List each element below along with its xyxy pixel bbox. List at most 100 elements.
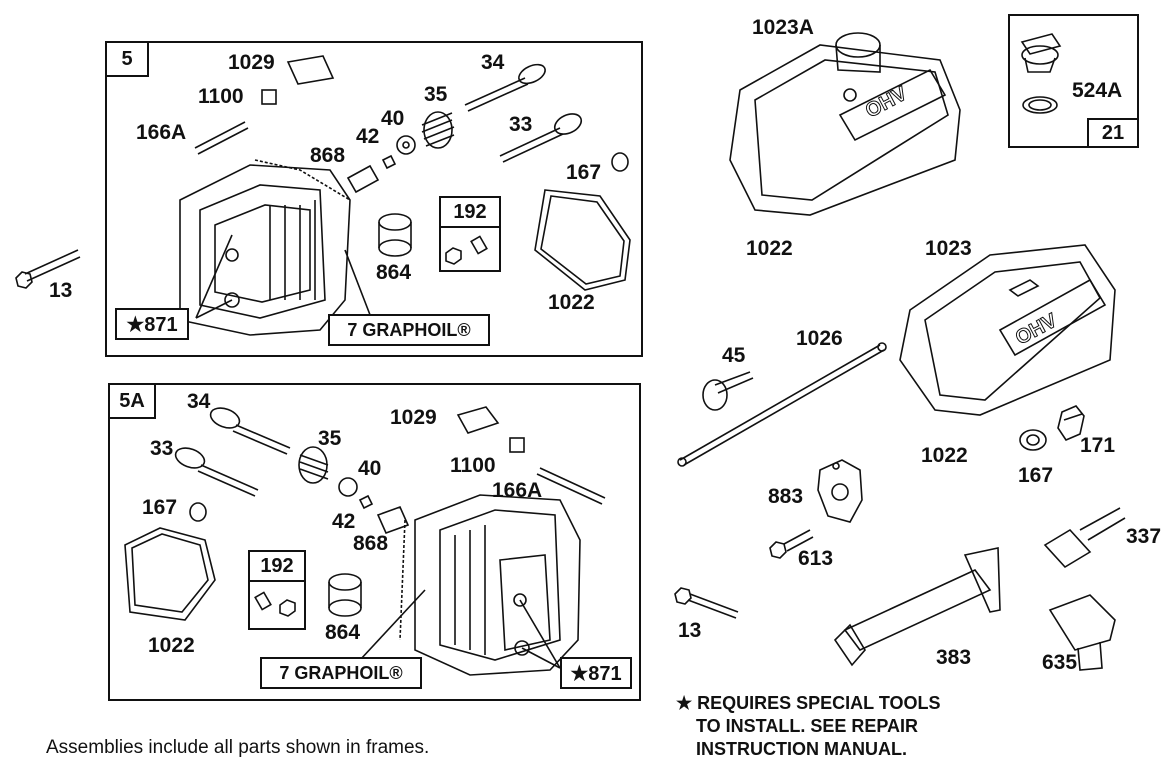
callout-871-5a[interactable]: ★871: [560, 657, 632, 689]
label-35[interactable]: 35: [424, 83, 448, 106]
spring-35-drawing: [421, 111, 455, 149]
note-line-3: INSTRUCTION MANUAL.: [696, 739, 907, 759]
seal-864-5a-drawing: [328, 573, 362, 617]
callout-871[interactable]: ★871: [115, 308, 189, 340]
label-35-5a[interactable]: 35: [318, 427, 342, 450]
gasket-1022-5a-drawing: [124, 527, 216, 621]
valve-33-5a-drawing: [174, 447, 259, 497]
spark-plug-337-drawing: [1043, 507, 1126, 569]
gasket-883-drawing: [817, 459, 863, 523]
gasket-167-drawing: [611, 152, 629, 172]
label-1022-lower[interactable]: 1022: [921, 444, 968, 467]
pivot-1100-5a-drawing: [509, 437, 525, 453]
label-42-5a[interactable]: 42: [332, 510, 356, 533]
label-1100-5a[interactable]: 1100: [450, 454, 496, 477]
cylinder-head-drawing: [179, 159, 351, 336]
pushrod-1026-drawing: [677, 342, 887, 467]
pivot-1100-drawing: [261, 89, 277, 105]
label-635[interactable]: 635: [1042, 651, 1078, 674]
guide-868-drawing: [346, 164, 380, 194]
guide-868-5a-drawing: [376, 505, 410, 535]
label-1100[interactable]: 1100: [198, 85, 244, 108]
label-337[interactable]: 337: [1126, 525, 1162, 548]
nut-192-drawing: [445, 235, 488, 265]
label-33[interactable]: 33: [509, 113, 533, 136]
box-192-5a[interactable]: 192: [248, 550, 306, 582]
label-1022-upper[interactable]: 1022: [746, 237, 793, 260]
valve-33-drawing: [499, 113, 583, 163]
stud-166a-5a-drawing: [539, 467, 606, 499]
label-383[interactable]: 383: [936, 646, 972, 669]
boot-635-drawing: [1048, 594, 1116, 671]
fitting-171-drawing: [1057, 405, 1085, 441]
label-167[interactable]: 167: [566, 161, 602, 184]
box-192-5a-contents: [248, 580, 306, 630]
callout-graphoil-5a[interactable]: 7 GRAPHOIL®: [260, 657, 422, 689]
gasket-1022-drawing: [534, 189, 631, 291]
label-1022[interactable]: 1022: [548, 291, 595, 314]
rocker-1029-5a-drawing: [456, 406, 500, 434]
label-34-5a[interactable]: 34: [187, 390, 211, 413]
label-33-5a[interactable]: 33: [150, 437, 174, 460]
box-192[interactable]: 192: [439, 196, 501, 228]
label-864-5a[interactable]: 864: [325, 621, 361, 644]
frame-number-5a: 5A: [108, 383, 156, 419]
label-13-top[interactable]: 13: [49, 279, 73, 302]
label-45[interactable]: 45: [722, 344, 746, 367]
label-13-bottom[interactable]: 13: [678, 619, 702, 642]
oil-cap-524a-drawing: [1020, 33, 1062, 114]
label-1026[interactable]: 1026: [796, 327, 843, 350]
assembly-frame-21: [1008, 14, 1139, 148]
retainer-40-5a-drawing: [338, 477, 358, 497]
note-line-1: ★ REQUIRES SPECIAL TOOLS: [676, 693, 941, 713]
nut-192-5a-drawing: [254, 591, 296, 617]
tool-383-drawing: [833, 547, 1001, 667]
keeper-42-5a-drawing: [358, 494, 374, 510]
keeper-42-drawing: [381, 154, 397, 170]
label-1022-5a[interactable]: 1022: [148, 634, 195, 657]
valve-34-drawing: [464, 63, 546, 112]
valve-34-5a-drawing: [209, 407, 291, 455]
label-166a[interactable]: 166A: [136, 121, 187, 144]
label-167-5a[interactable]: 167: [142, 496, 178, 519]
label-868-5a[interactable]: 868: [353, 532, 389, 555]
stud-166a-drawing: [194, 121, 246, 149]
seal-864-drawing: [378, 213, 412, 257]
seat-167-right-drawing: [1019, 429, 1047, 451]
rocker-1029-drawing: [286, 55, 335, 85]
label-40[interactable]: 40: [381, 107, 405, 130]
label-1023[interactable]: 1023: [925, 237, 972, 260]
assembly-frame-5a: [108, 383, 641, 701]
special-tools-note: ★ REQUIRES SPECIAL TOOLS TO INSTALL. SEE…: [676, 692, 941, 761]
label-868[interactable]: 868: [310, 144, 346, 167]
assemblies-footer: Assemblies include all parts shown in fr…: [46, 737, 430, 758]
spring-35-5a-drawing: [298, 446, 329, 484]
frame-number-21: 21: [1087, 118, 1139, 148]
valve-cover-1023-drawing: OHV: [899, 244, 1116, 416]
valve-cover-1023a-drawing: OHV: [729, 32, 961, 216]
label-42[interactable]: 42: [356, 125, 380, 148]
label-167-right[interactable]: 167: [1018, 464, 1054, 487]
frame-number-5: 5: [105, 41, 149, 77]
label-166a-5a[interactable]: 166A: [492, 479, 543, 502]
bolt-13-top-drawing: [15, 249, 81, 289]
label-171[interactable]: 171: [1080, 434, 1116, 457]
label-613[interactable]: 613: [798, 547, 834, 570]
retainer-40-drawing: [396, 135, 416, 155]
label-1029-5a[interactable]: 1029: [390, 406, 437, 429]
bolt-13-bottom-drawing: [674, 587, 739, 619]
label-883[interactable]: 883: [768, 485, 804, 508]
label-34[interactable]: 34: [481, 51, 505, 74]
label-524a[interactable]: 524A: [1072, 79, 1123, 102]
label-1029[interactable]: 1029: [228, 51, 275, 74]
label-1023a[interactable]: 1023A: [752, 16, 814, 39]
assembly-frame-5: [105, 41, 643, 357]
tappet-45-drawing: [702, 371, 754, 411]
label-864[interactable]: 864: [376, 261, 412, 284]
callout-graphoil[interactable]: 7 GRAPHOIL®: [328, 314, 490, 346]
box-192-contents: [439, 226, 501, 272]
cylinder-head-5a-drawing: [399, 494, 581, 676]
gasket-167-5a-drawing: [189, 502, 207, 522]
label-40-5a[interactable]: 40: [358, 457, 382, 480]
